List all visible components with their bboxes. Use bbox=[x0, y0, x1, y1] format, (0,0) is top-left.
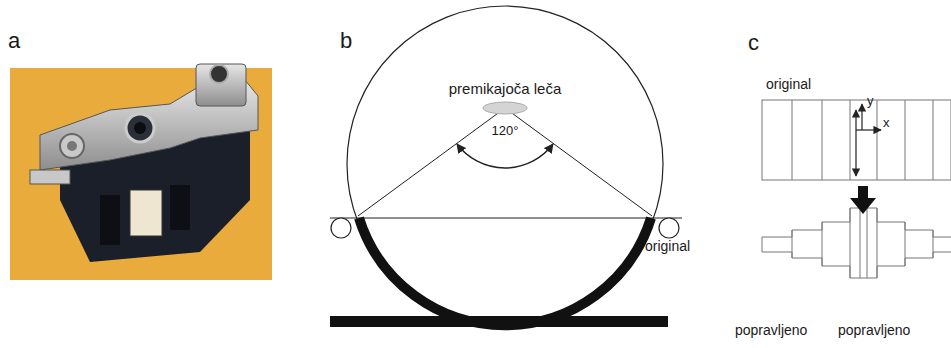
image-label: original bbox=[645, 238, 690, 254]
image-label: popravljeno bbox=[838, 322, 910, 338]
part-name: premikajoča leča bbox=[449, 80, 562, 97]
image-label: original bbox=[766, 76, 811, 92]
axis-name: x bbox=[883, 116, 890, 131]
axis-name: y bbox=[867, 94, 874, 109]
panel-letter: c bbox=[748, 30, 759, 55]
image-label: popravljeno bbox=[735, 322, 807, 338]
down-arrow bbox=[850, 186, 876, 214]
angle-value: 120° bbox=[492, 124, 519, 139]
image-strips bbox=[762, 100, 951, 278]
lens-scheme bbox=[330, 6, 682, 327]
panel-letter: b bbox=[340, 28, 352, 53]
camera-photo bbox=[10, 64, 272, 280]
axes bbox=[856, 104, 881, 176]
panel-letter: a bbox=[8, 28, 20, 53]
